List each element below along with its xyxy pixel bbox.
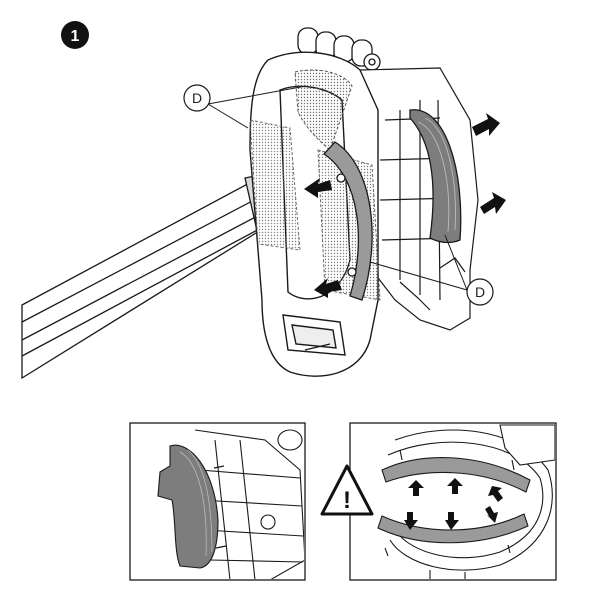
warning-symbol: !	[343, 487, 351, 514]
hinge	[297, 27, 381, 71]
detail-panel-left	[129, 422, 306, 581]
warning-triangle-icon: !	[320, 464, 374, 516]
arrow-icon	[472, 113, 500, 136]
clamp-left	[323, 141, 373, 301]
arrow-icon	[447, 478, 463, 494]
callout-d-top: D	[183, 84, 307, 129]
arrow-icon	[480, 192, 506, 214]
callout-label: D	[192, 90, 202, 106]
callout-label: D	[475, 284, 485, 300]
arrow-icon	[304, 178, 332, 198]
arrow-icon	[314, 278, 342, 298]
callout-d-bottom: D	[369, 234, 494, 306]
arrow-icon	[408, 480, 424, 496]
arrow-icon	[485, 506, 498, 523]
arrow-icon	[445, 512, 459, 530]
step-number: 1	[71, 28, 80, 45]
clamp-pad-right	[409, 109, 462, 244]
main-assembly: D D	[21, 27, 506, 380]
arrow-icon	[404, 512, 418, 530]
step-number-badge: 1	[61, 21, 89, 49]
detail-panel-right: !	[320, 422, 557, 581]
arrow-icon	[488, 486, 503, 502]
